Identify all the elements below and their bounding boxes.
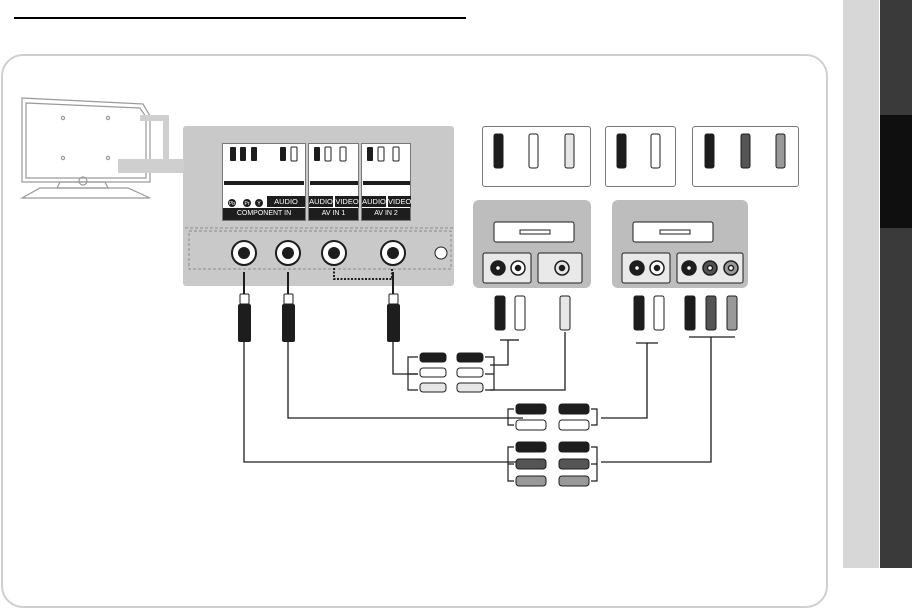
side-tab-dark xyxy=(880,0,912,568)
audio-label-av2: AUDIO xyxy=(362,196,386,207)
audio-label-av1: AUDIO xyxy=(309,196,333,207)
header-rule xyxy=(14,17,466,19)
panel-jacks xyxy=(231,240,448,266)
side-tab-active xyxy=(880,115,912,228)
jack-mark-pr: Pr xyxy=(245,201,250,207)
jack-icon xyxy=(490,260,739,276)
audio-label-component: AUDIO xyxy=(267,196,305,207)
component-in-label: COMPONENT IN xyxy=(223,208,305,220)
jack-mark-y: Y xyxy=(257,201,261,207)
jack-mark-pb: Pb xyxy=(229,201,235,207)
rca-plug-icon xyxy=(419,352,590,487)
rca-plug-icon xyxy=(493,133,786,169)
video-label-av1: VIDEO xyxy=(335,196,359,207)
rca-plug-icon xyxy=(238,272,400,342)
av-in-1-label: AV IN 1 xyxy=(309,208,358,220)
side-tab-light xyxy=(843,0,879,568)
diagram-frame xyxy=(1,54,828,608)
video-label-av2: VIDEO xyxy=(388,196,412,207)
tv-icon xyxy=(19,97,151,199)
rca-plug-icon xyxy=(494,295,738,331)
av-in-2-label: AV IN 2 xyxy=(362,208,410,220)
jack-icon xyxy=(224,146,410,207)
